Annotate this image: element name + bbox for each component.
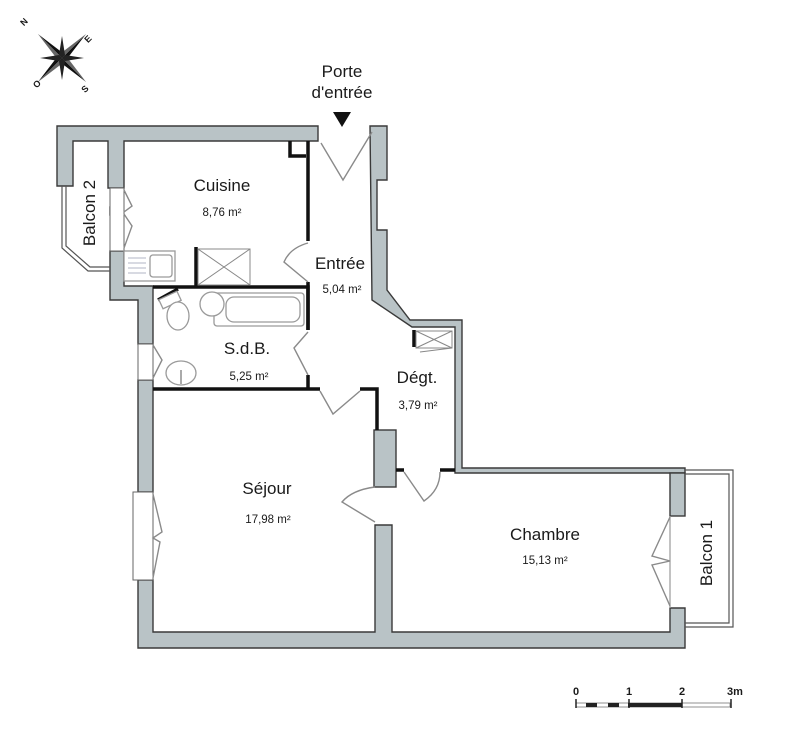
wall-chambre-right (669, 472, 686, 517)
room-sdb-area: 5,25 m² (229, 371, 269, 383)
balcony-2-label: Balcon 2 (80, 179, 99, 247)
window-chambre (651, 516, 671, 608)
wall-bottom (137, 524, 686, 649)
degt-cupboard (415, 330, 453, 353)
wall-right-entry (369, 125, 686, 474)
wall-left-sejour-top (137, 379, 154, 493)
kitchen-cupboard (197, 248, 251, 286)
scale-tick-0: 0 (572, 686, 580, 698)
door-entrance (320, 131, 373, 182)
room-chambre-area: 15,13 m² (522, 555, 568, 567)
scale-tick-3: 3m (727, 686, 743, 698)
compass-rose-icon (37, 33, 87, 83)
scale-tick-1: 1 (625, 686, 633, 698)
room-chambre-name: Chambre (510, 525, 580, 544)
window-kitchen (109, 187, 133, 252)
kitchen-sink (123, 250, 176, 282)
door-sdb (293, 331, 309, 376)
washbasin (165, 360, 197, 386)
balcony-1-outline (685, 469, 734, 628)
room-sejour-area: 17,98 m² (245, 514, 291, 526)
scale-tick-2: 2 (678, 686, 686, 698)
balcony-2-outline (61, 186, 110, 272)
scale-bar (575, 699, 732, 708)
entrance-label: Porte d'entrée (312, 61, 373, 103)
window-sejour (132, 491, 163, 581)
wall-top (56, 125, 319, 189)
partition-kitchen-closet (288, 141, 306, 158)
room-degt-area: 3,79 m² (398, 400, 438, 412)
bathtub (199, 291, 305, 327)
door-sejour-degt (319, 390, 361, 416)
window-sdb (137, 343, 163, 381)
wall-pillar (373, 429, 397, 488)
door-chambre (403, 471, 441, 502)
room-cuisine-name: Cuisine (193, 176, 251, 195)
door-kitchen (283, 242, 309, 283)
room-cuisine-area: 8,76 m² (202, 207, 242, 219)
entrance-arrow-icon (333, 112, 351, 127)
room-degt-name: Dégt. (396, 368, 438, 387)
entrance-label-line2: d'entrée (311, 83, 373, 102)
entrance-label-line1: Porte (321, 62, 363, 81)
room-entree-name: Entrée (314, 254, 366, 273)
room-sejour-name: Séjour (242, 479, 292, 498)
room-sdb-name: S.d.B. (223, 339, 271, 358)
room-entree-area: 5,04 m² (322, 284, 362, 296)
toilet (157, 290, 190, 331)
door-sejour-side (340, 486, 376, 523)
partition-degt-left (360, 387, 379, 430)
balcony-1-label: Balcon 1 (697, 519, 716, 587)
